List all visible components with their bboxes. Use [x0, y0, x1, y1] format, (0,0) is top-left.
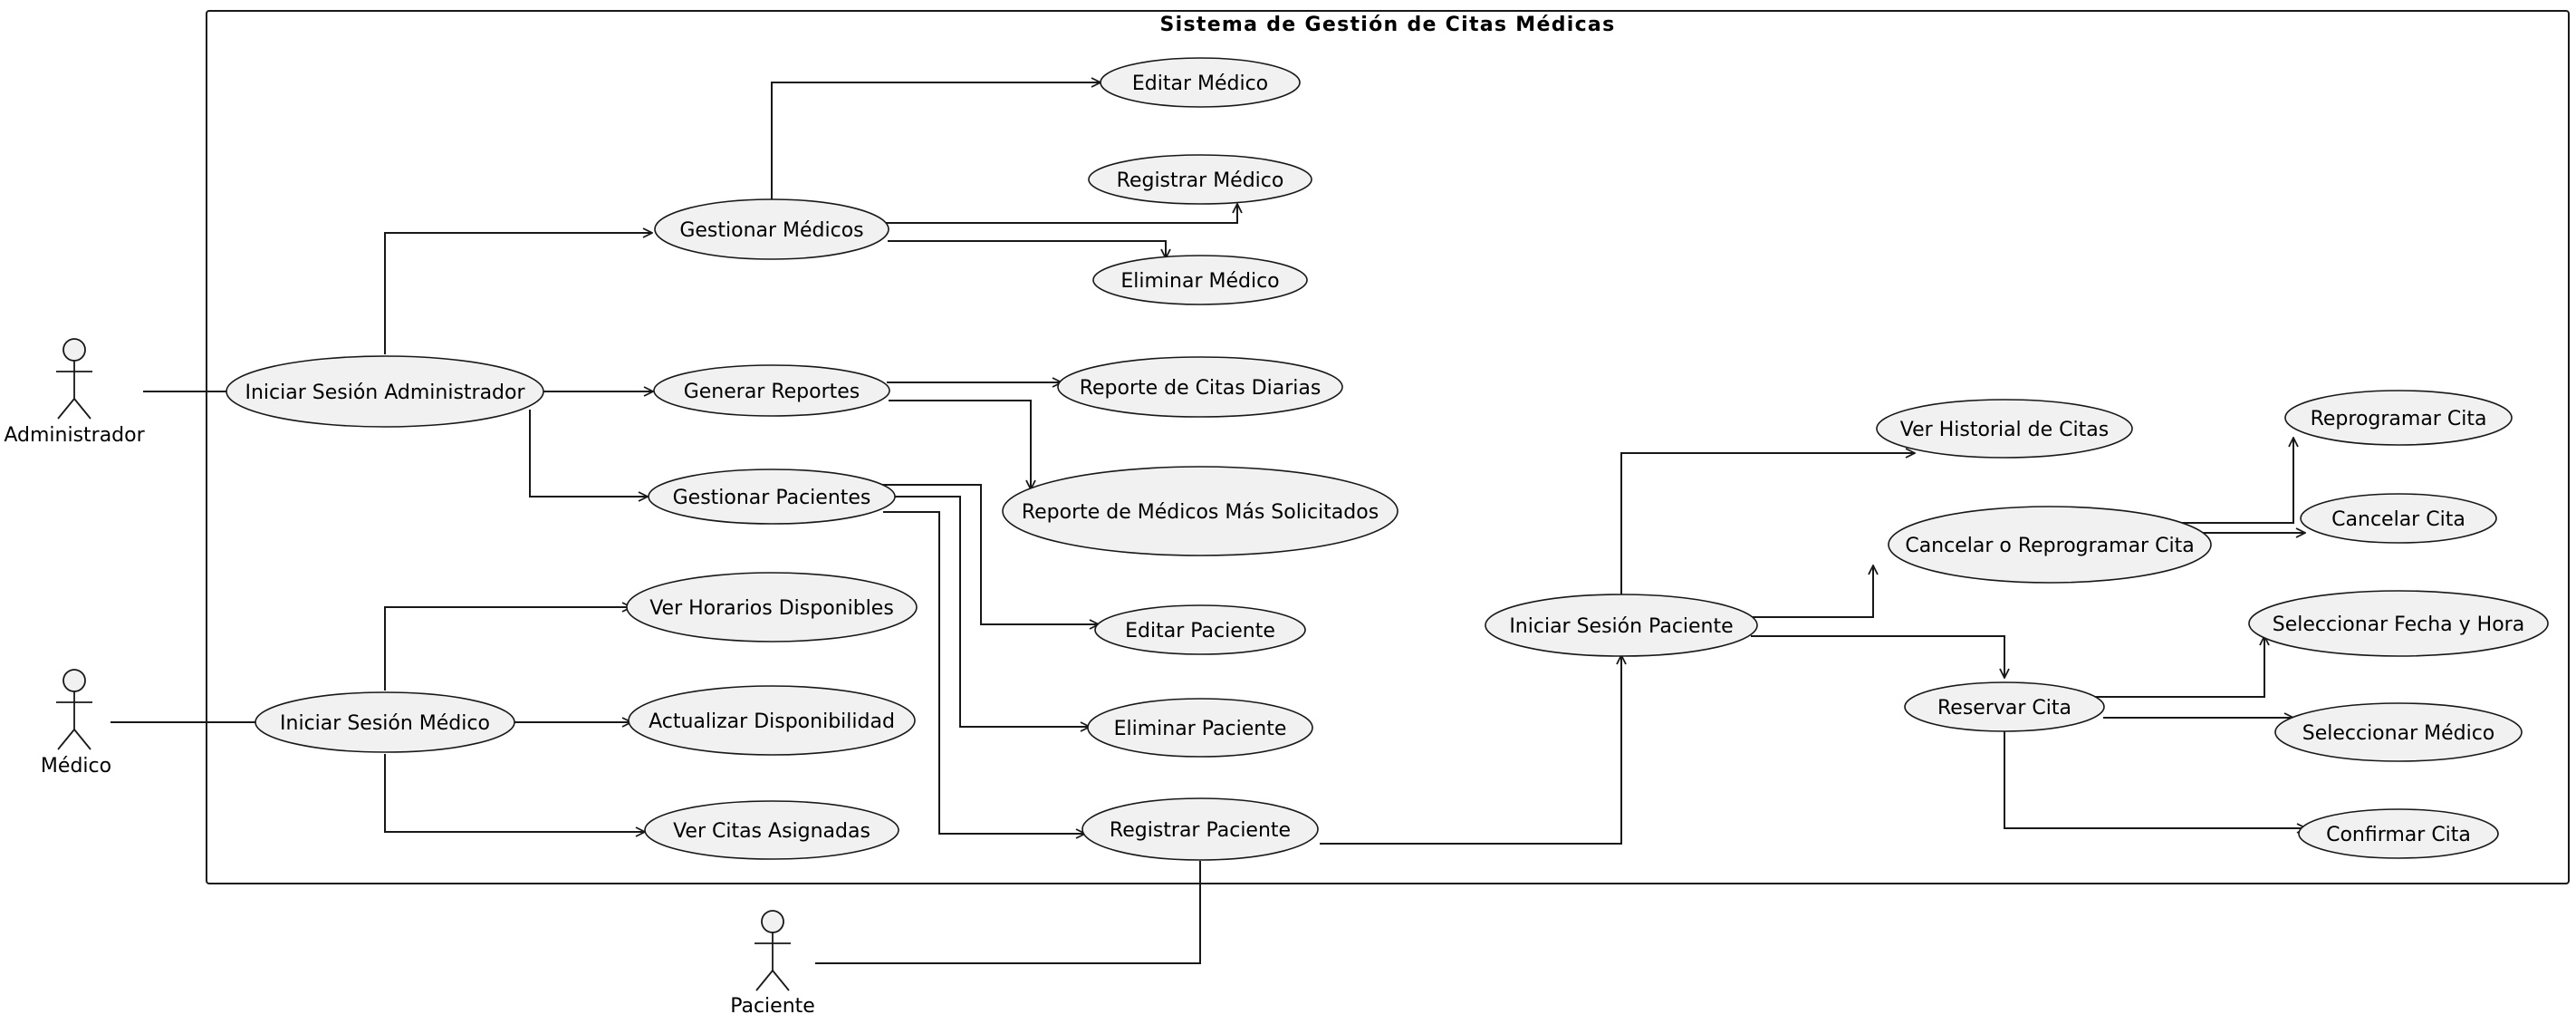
edge-manage-patients-edit	[880, 484, 1099, 624]
edge-login-admin-manage-doctors	[384, 233, 652, 354]
usecase-editar-medico: Editar Médico	[1100, 57, 1301, 108]
edge-manage-doctors-edit	[771, 82, 1101, 206]
usecase-iniciar-sesion-medico: Iniciar Sesión Médico	[255, 691, 515, 753]
svg-text:Generar Reportes: Generar Reportes	[684, 381, 860, 403]
usecase-eliminar-paciente: Eliminar Paciente	[1087, 698, 1313, 758]
usecase-gestionar-pacientes: Gestionar Pacientes	[648, 469, 896, 525]
actor-figure-icon	[56, 338, 92, 420]
edge-manage-patients-register	[883, 511, 1085, 834]
svg-text:Cancelar Cita: Cancelar Cita	[2331, 508, 2465, 531]
usecase-cancelar-cita: Cancelar Cita	[2300, 493, 2497, 544]
svg-text:Editar Paciente: Editar Paciente	[1125, 620, 1275, 642]
svg-text:Iniciar Sesión Médico: Iniciar Sesión Médico	[280, 712, 490, 735]
svg-text:Ver Citas Asignadas: Ver Citas Asignadas	[673, 820, 870, 843]
svg-text:Registrar Paciente: Registrar Paciente	[1110, 819, 1291, 842]
system-title: Sistema de Gestión de Citas Médicas	[1160, 14, 1616, 36]
svg-text:Reservar Cita: Reservar Cita	[1937, 697, 2071, 720]
svg-text:Editar Médico: Editar Médico	[1132, 72, 1268, 95]
usecase-ver-citas-asignadas: Ver Citas Asignadas	[644, 800, 899, 860]
usecase-seleccionar-fecha-y-hora: Seleccionar Fecha y Hora	[2248, 590, 2549, 657]
usecase-confirmar-cita: Confirmar Cita	[2298, 808, 2499, 859]
usecase-ver-horarios-disponibles: Ver Horarios Disponibles	[626, 572, 918, 642]
usecase-actualizar-disponibilidad: Actualizar Disponibilidad	[628, 685, 916, 756]
edge-book-select-datetime	[2083, 636, 2264, 698]
usecase-editar-paciente: Editar Paciente	[1094, 604, 1306, 655]
usecase-ver-historial-de-citas: Ver Historial de Citas	[1876, 399, 2133, 459]
svg-text:Gestionar Médicos: Gestionar Médicos	[679, 219, 863, 242]
svg-text:Actualizar Disponibilidad: Actualizar Disponibilidad	[649, 710, 895, 733]
svg-text:Reporte de Citas Diarias: Reporte de Citas Diarias	[1080, 377, 1322, 400]
usecase-iniciar-sesion-paciente: Iniciar Sesión Paciente	[1485, 594, 1758, 657]
edge-reports-top	[889, 400, 1031, 489]
actor-label: Paciente	[730, 995, 815, 1018]
usecase-reservar-cita: Reservar Cita	[1904, 681, 2105, 732]
svg-text:Gestionar Pacientes: Gestionar Pacientes	[673, 487, 871, 509]
edge-login-admin-manage-patients	[529, 410, 648, 497]
usecase-reprogramar-cita: Reprogramar Cita	[2284, 390, 2513, 446]
edge-manage-doctors-register	[886, 204, 1237, 224]
actor-administrador: Administrador	[4, 338, 146, 447]
system-boundary	[206, 10, 2570, 884]
svg-text:Seleccionar Fecha y Hora: Seleccionar Fecha y Hora	[2273, 613, 2524, 636]
actor-paciente: Paciente	[730, 910, 815, 1018]
edge-login-patient-book	[1751, 635, 2004, 678]
svg-text:Iniciar Sesión Administrador: Iniciar Sesión Administrador	[245, 382, 525, 404]
svg-text:Seleccionar Médico: Seleccionar Médico	[2302, 722, 2495, 745]
usecase-iniciar-sesion-administrador: Iniciar Sesión Administrador	[226, 355, 544, 428]
actor-medico: Médico	[41, 669, 111, 778]
svg-text:Ver Historial de Citas: Ver Historial de Citas	[1900, 419, 2109, 441]
edge-login-patient-cancel-reschedule	[1746, 565, 1873, 618]
usecase-seleccionar-medico: Seleccionar Médico	[2274, 702, 2523, 762]
svg-text:Cancelar o Reprogramar Cita: Cancelar o Reprogramar Cita	[1905, 535, 2194, 557]
edges	[111, 82, 2306, 964]
svg-text:Reprogramar Cita: Reprogramar Cita	[2311, 408, 2487, 430]
usecase-generar-reportes: Generar Reportes	[653, 364, 890, 417]
actor-figure-icon	[755, 910, 791, 991]
svg-text:Confirmar Cita: Confirmar Cita	[2326, 824, 2471, 846]
edge-manage-doctors-delete	[888, 240, 1166, 258]
edge-register-login-patient	[1320, 655, 1621, 845]
edge-patient-register	[815, 861, 1201, 964]
usecase-reporte-citas-diarias: Reporte de Citas Diarias	[1057, 356, 1343, 418]
usecase-registrar-paciente: Registrar Paciente	[1081, 797, 1319, 861]
svg-text:Eliminar Médico: Eliminar Médico	[1120, 270, 1279, 293]
svg-text:Registrar Médico: Registrar Médico	[1117, 169, 1284, 192]
usecase-eliminar-medico: Eliminar Médico	[1092, 255, 1308, 305]
edge-login-doctor-schedules	[384, 607, 631, 691]
edge-login-patient-history	[1620, 453, 1915, 594]
svg-text:Ver Horarios Disponibles: Ver Horarios Disponibles	[649, 597, 894, 620]
usecase-reporte-medicos-mas-solicitados: Reporte de Médicos Más Solicitados	[1002, 466, 1399, 556]
edge-book-confirm	[2004, 729, 2306, 828]
edge-manage-patients-delete	[889, 496, 1090, 727]
usecase-gestionar-medicos: Gestionar Médicos	[654, 198, 889, 260]
svg-text:Iniciar Sesión Paciente: Iniciar Sesión Paciente	[1509, 615, 1733, 638]
svg-text:Reporte de Médicos Más Solicit: Reporte de Médicos Más Solicitados	[1022, 501, 1379, 524]
usecase-registrar-medico: Registrar Médico	[1088, 154, 1312, 205]
actor-label: Administrador	[4, 424, 145, 447]
actor-label: Médico	[41, 755, 111, 778]
edge-cr-reschedule	[2121, 438, 2293, 524]
usecase-cancelar-o-reprogramar-cita: Cancelar o Reprogramar Cita	[1888, 506, 2212, 584]
svg-text:Eliminar Paciente: Eliminar Paciente	[1114, 718, 1287, 740]
edge-login-doctor-assigned	[384, 754, 645, 832]
actor-figure-icon	[56, 669, 92, 750]
